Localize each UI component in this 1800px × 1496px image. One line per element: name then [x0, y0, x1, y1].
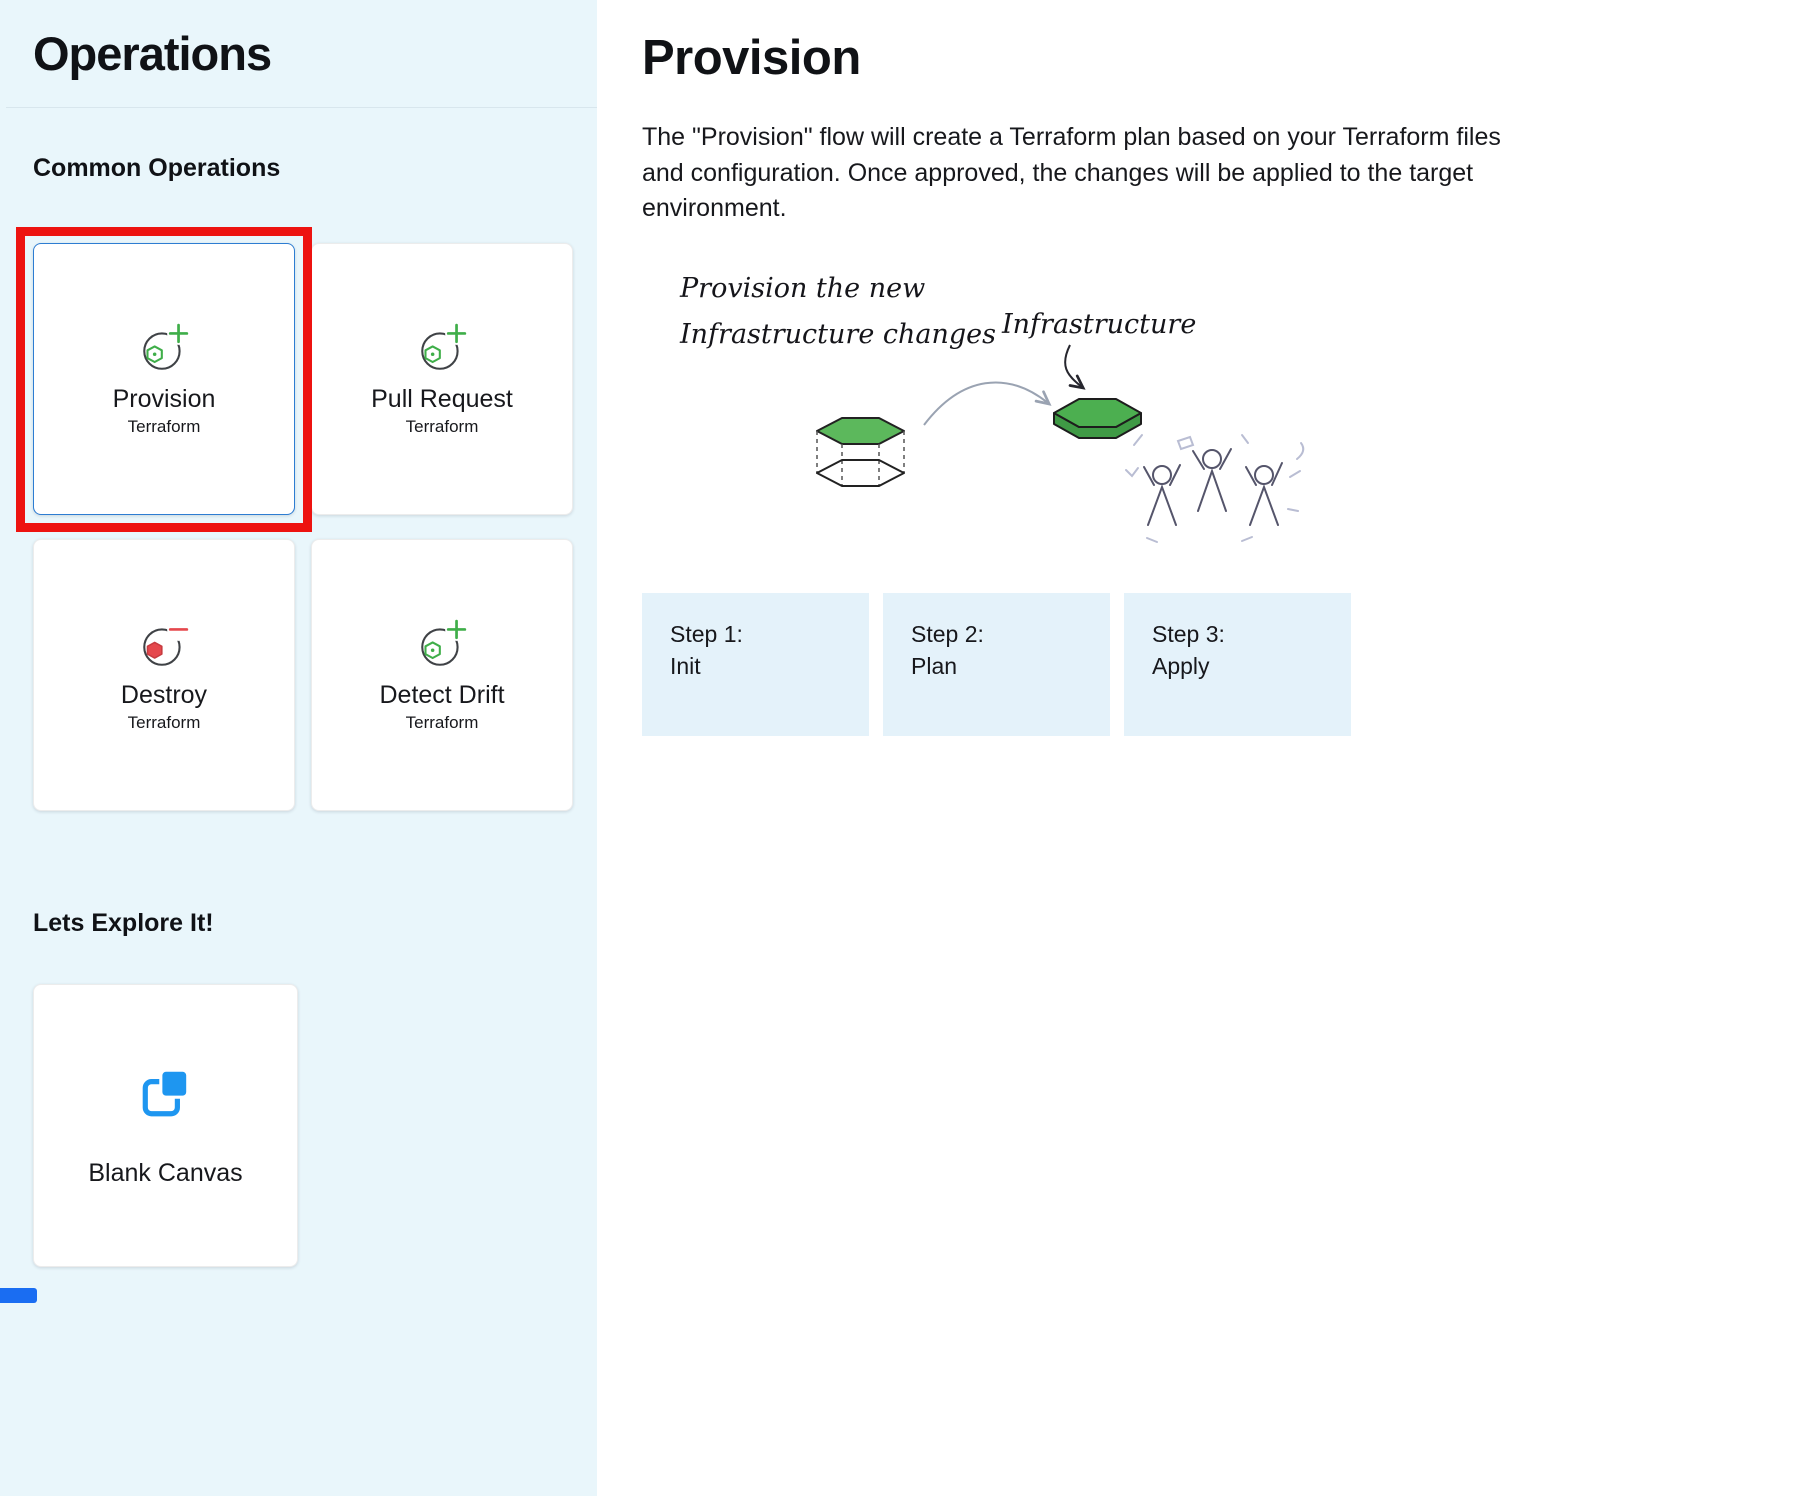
green-hexagon-solid [1053, 397, 1142, 439]
provision-illustration: Provision the new Infrastructure changes… [679, 273, 1305, 543]
confetti-sketch [1125, 433, 1305, 543]
card-pull-request-wrap: Pull Request Terraform [311, 243, 573, 515]
card-destroy[interactable]: Destroy Terraform [33, 539, 295, 811]
card-blank-canvas[interactable]: Blank Canvas [33, 984, 298, 1267]
card-detect-drift[interactable]: Detect Drift Terraform [311, 539, 573, 811]
card-label: Detect Drift [379, 681, 505, 709]
caption-infrastructure: Infrastructure [1001, 309, 1196, 340]
hexagon-prism-sketch [816, 416, 905, 487]
card-label: Blank Canvas [88, 1159, 243, 1187]
sidebar-title: Operations [33, 27, 272, 80]
section-heading-lets-explore: Lets Explore It! [33, 909, 214, 937]
step-label: Step 2: [911, 620, 984, 647]
main-panel: Provision The "Provision" flow will crea… [597, 0, 1800, 1496]
card-provision[interactable]: Provision Terraform [33, 243, 295, 515]
step-card-apply: Step 3: Apply [1124, 592, 1351, 736]
step-card-plan: Step 2: Plan [883, 592, 1110, 736]
card-label: Pull Request [371, 385, 513, 413]
card-provision-wrap: Provision Terraform [16, 227, 312, 532]
step-name: Plan [911, 652, 958, 679]
terraform-hexagon-plus-icon [415, 321, 469, 385]
card-sublabel: Terraform [405, 713, 479, 732]
step-label: Step 1: [670, 620, 743, 647]
card-sublabel: Terraform [127, 713, 201, 732]
step-name: Init [670, 652, 701, 679]
section-heading-common-operations: Common Operations [33, 154, 281, 182]
step-label: Step 3: [1152, 620, 1225, 647]
page-title: Provision [642, 31, 861, 85]
terraform-hexagon-plus-icon [415, 617, 469, 681]
blank-canvas-icon [137, 1063, 195, 1159]
card-destroy-wrap: Destroy Terraform [33, 539, 295, 811]
card-sublabel: Terraform [127, 417, 201, 436]
caption-provision-the-new: Provision the new [679, 273, 925, 304]
caption-infrastructure-changes: Infrastructure changes [679, 319, 996, 350]
flow-description: The "Provision" flow will create a Terra… [642, 123, 1501, 222]
step-name: Apply [1152, 652, 1210, 679]
steps-row: Step 1: Init Step 2: Plan Step 3: Apply [642, 592, 1744, 736]
partial-blue-element [0, 1288, 37, 1303]
common-operations-grid: Provision Terraform Pull Request Terrafo… [16, 227, 573, 811]
card-sublabel: Terraform [405, 417, 479, 436]
card-label: Destroy [120, 681, 208, 709]
card-detect-drift-wrap: Detect Drift Terraform [311, 539, 573, 811]
card-label: Provision [112, 385, 216, 413]
transition-arrow [923, 381, 1052, 426]
sidebar: Operations Common Operations Provision T… [0, 0, 597, 1496]
label-arrow [1064, 344, 1086, 390]
terraform-hexagon-plus-icon [137, 321, 191, 385]
celebrating-figures-sketch [1143, 447, 1283, 526]
sidebar-divider [6, 107, 597, 108]
step-card-init: Step 1: Init [642, 592, 869, 736]
card-pull-request[interactable]: Pull Request Terraform [311, 243, 573, 515]
terraform-hexagon-minus-icon [137, 617, 191, 681]
